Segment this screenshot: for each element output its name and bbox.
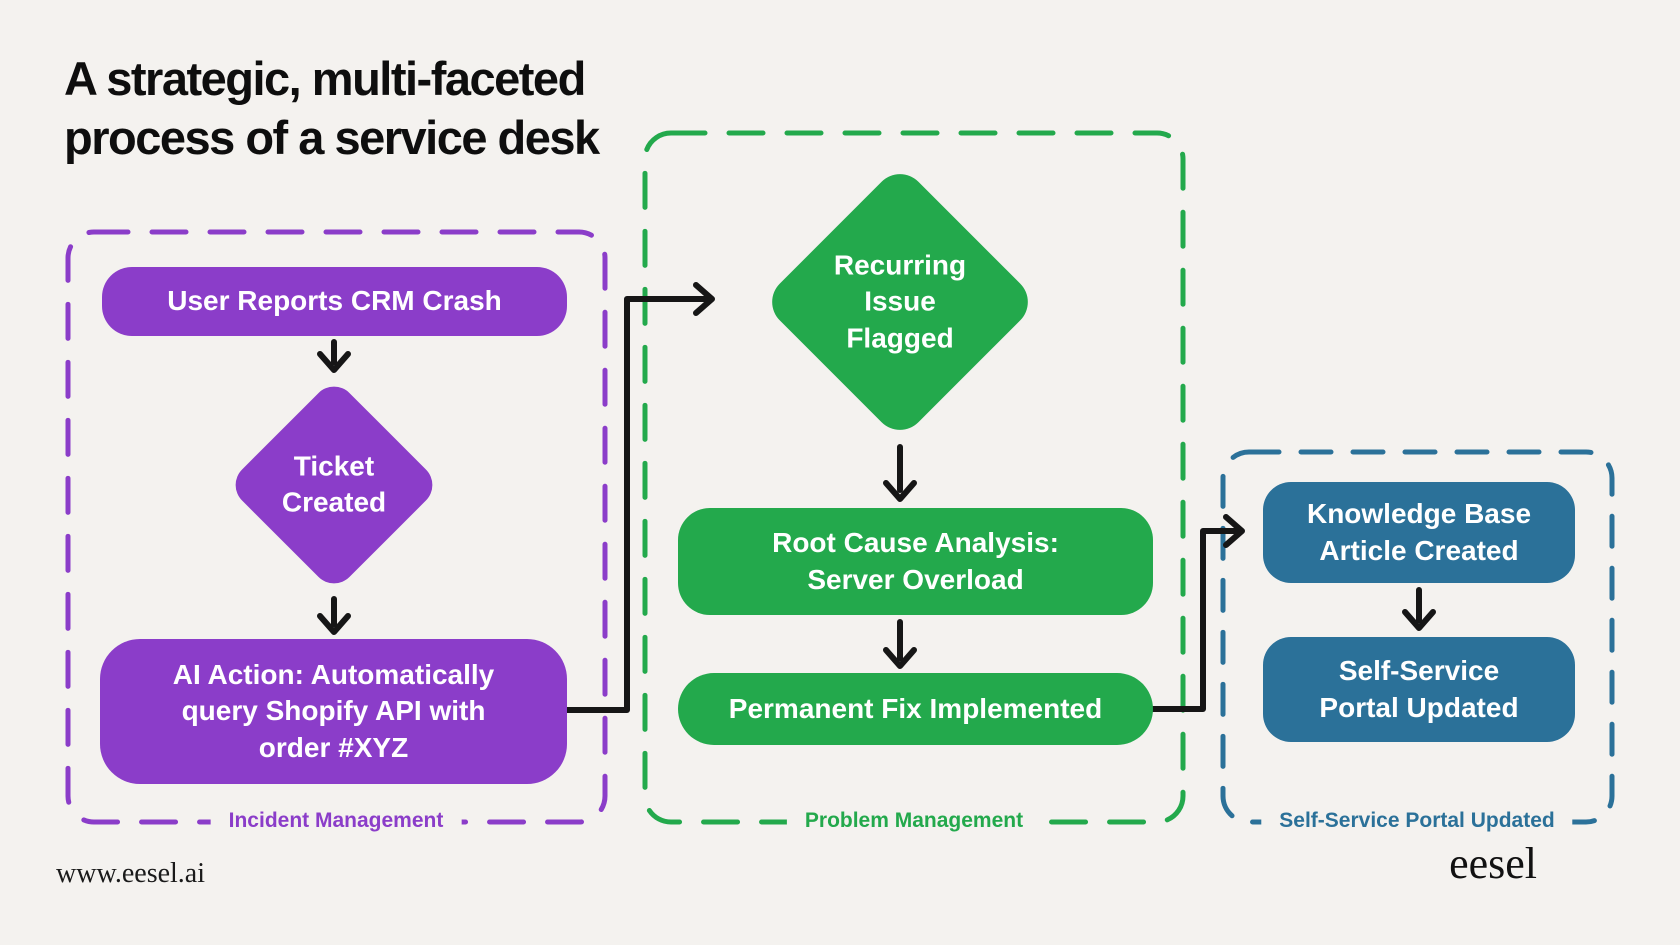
node-text: Ticket Created (281, 450, 387, 518)
page-title: A strategic, multi-faceted process of a … (64, 52, 600, 164)
node-root-cause-analysis: Root Cause Analysis: Server Overload (678, 508, 1153, 615)
node-ai-action: AI Action: Automatically query Shopify A… (100, 639, 567, 784)
arrow-knowledge-base-to-portal (1402, 587, 1436, 631)
node-user-reports-crm-crash: User Reports CRM Crash (102, 267, 567, 336)
node-self-service-portal: Self-Service Portal Updated (1263, 637, 1575, 742)
node-permanent-fix: Permanent Fix Implemented (678, 673, 1153, 745)
arrow-user-reports-to-ticket-created (317, 339, 351, 373)
node-text: Recurring Issue Flagged (833, 249, 967, 354)
node-text: Root Cause Analysis: Server Overload (772, 527, 1059, 595)
self-service-group-label: Self-Service Portal Updated (1261, 808, 1573, 834)
problem-management-group-label: Problem Management (786, 808, 1042, 834)
arrow-ticket-created-to-ai-action (317, 596, 351, 635)
arrow-root-cause-to-permanent-fix (883, 619, 917, 669)
node-text: Knowledge Base Article Created (1306, 498, 1532, 566)
node-text: User Reports CRM Crash (167, 285, 502, 317)
footer-website-url: www.eesel.ai (56, 858, 206, 889)
eesel-logo: eesel (1449, 839, 1537, 888)
node-knowledge-base-article: Knowledge Base Article Created (1263, 482, 1575, 583)
connector-permanent-fix-to-knowledge-base (1150, 514, 1245, 712)
connector-ai-action-to-recurring-issue (564, 282, 715, 713)
node-text: Self-Service Portal Updated (1319, 655, 1519, 723)
arrow-recurring-issue-to-root-cause (883, 444, 917, 502)
problem-management-group-border (642, 130, 1186, 825)
node-text: Permanent Fix Implemented (728, 692, 1103, 724)
node-text: AI Action: Automatically query Shopify A… (172, 658, 495, 763)
incident-management-group-label: Incident Management (210, 808, 462, 834)
